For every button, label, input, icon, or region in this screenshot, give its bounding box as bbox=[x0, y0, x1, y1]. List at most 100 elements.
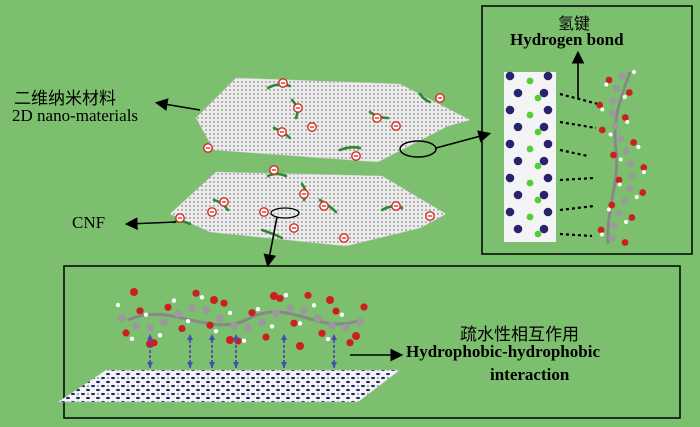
lattice-atom bbox=[539, 156, 549, 166]
lattice-atom bbox=[539, 88, 549, 98]
hydrogen-atom bbox=[600, 232, 605, 237]
hydrogen-atom bbox=[255, 306, 261, 312]
arrow-to-cnf-label bbox=[124, 217, 177, 230]
hydrogen-atom bbox=[636, 145, 641, 149]
hydrogen-atom bbox=[632, 70, 636, 74]
hydrogen-atom bbox=[606, 207, 611, 212]
arrow-head-up-icon bbox=[187, 334, 193, 340]
hydrogen-atom bbox=[339, 312, 345, 317]
oxygen-atom bbox=[615, 176, 623, 184]
oxygen-atom bbox=[332, 307, 340, 315]
arrow-to-nanomaterials-label bbox=[154, 98, 201, 111]
arrow-head-down-icon bbox=[147, 362, 153, 368]
lattice-atom bbox=[513, 88, 523, 98]
hydrophobic-focus-ring bbox=[270, 207, 300, 219]
carbon-atom bbox=[621, 197, 629, 205]
nanosheet-bottom bbox=[169, 165, 447, 247]
carbon-atom bbox=[612, 84, 620, 93]
oxygen-atom bbox=[270, 292, 278, 300]
carbon-atom bbox=[616, 134, 625, 143]
carbon-atom bbox=[608, 109, 616, 118]
lattice-atom bbox=[505, 173, 515, 183]
lattice-atom bbox=[534, 230, 542, 238]
carbon-atom bbox=[132, 321, 140, 330]
oxygen-atom bbox=[628, 214, 636, 221]
hbond-inset bbox=[481, 5, 693, 255]
lattice-atom bbox=[505, 207, 515, 217]
carbon-atom bbox=[118, 314, 126, 322]
oxygen-atom bbox=[326, 296, 334, 304]
lattice-atom bbox=[543, 207, 553, 217]
lattice-atom bbox=[505, 139, 515, 149]
hydrogen-atom bbox=[129, 336, 135, 342]
oxygen-atom bbox=[226, 336, 234, 344]
oxygen-atom bbox=[220, 299, 228, 307]
lattice-atom bbox=[526, 77, 534, 85]
hydrogen-atom bbox=[617, 182, 622, 187]
label-hbond-cn: 氢键 bbox=[558, 14, 591, 33]
lattice-atom bbox=[539, 224, 549, 234]
hydrogen-atom bbox=[171, 298, 177, 303]
carbon-atom bbox=[618, 72, 626, 80]
hydrophobic-surface bbox=[57, 369, 401, 403]
hydrogen-bond-line bbox=[559, 120, 597, 130]
oxygen-atom bbox=[360, 303, 368, 311]
oxygen-atom bbox=[621, 239, 629, 246]
lattice-atom bbox=[513, 190, 523, 200]
hydrogen-atom bbox=[227, 310, 233, 316]
carbon-atom bbox=[174, 309, 182, 318]
hydrophobic-inset bbox=[57, 265, 681, 419]
oxygen-atom bbox=[192, 289, 200, 297]
lattice-atom bbox=[539, 190, 549, 200]
hydrogen-atom bbox=[608, 132, 613, 137]
label-nanomaterials-cn: 二维纳米材料 bbox=[14, 89, 116, 109]
carbon-atom bbox=[244, 323, 252, 332]
hydrogen-atom bbox=[269, 324, 275, 329]
carbon-atom bbox=[610, 222, 618, 230]
carbon-atom bbox=[622, 147, 631, 155]
lattice-atom bbox=[543, 71, 553, 81]
carbon-atom bbox=[615, 209, 623, 218]
oxygen-atom bbox=[146, 340, 154, 348]
hydrogen-atom bbox=[325, 336, 331, 342]
lattice-atom bbox=[513, 156, 523, 166]
hydrogen-atom bbox=[143, 312, 149, 317]
label-hydrophobic-en-2: interaction bbox=[490, 365, 570, 384]
carbon-atom bbox=[146, 323, 154, 332]
oxygen-atom bbox=[206, 321, 214, 329]
lattice-atom bbox=[543, 173, 553, 183]
cellulose-chain bbox=[127, 310, 361, 327]
hydrogen-atom bbox=[283, 292, 289, 298]
oxygen-atom bbox=[352, 332, 360, 340]
oxygen-atom bbox=[178, 324, 186, 333]
carbon-atom bbox=[342, 323, 350, 332]
arrow-head-down-icon bbox=[331, 362, 337, 368]
arrow-head-up-icon bbox=[147, 334, 153, 340]
carbon-atom bbox=[314, 314, 322, 323]
label-cnf: CNF bbox=[72, 213, 106, 232]
hydrogen-atom bbox=[622, 95, 627, 99]
carbon-atom bbox=[627, 159, 635, 168]
hydrogen-atom bbox=[213, 328, 219, 334]
lattice-atom bbox=[505, 71, 515, 81]
lattice-atom bbox=[513, 122, 523, 132]
lattice-atom bbox=[534, 196, 542, 204]
carbon-atom bbox=[626, 184, 634, 193]
oxygen-atom bbox=[346, 339, 354, 347]
oxygen-atom bbox=[630, 139, 637, 146]
hydrogen-atom bbox=[311, 303, 317, 308]
carbon-atom bbox=[272, 309, 280, 318]
hydrogen-atom bbox=[185, 319, 191, 324]
oxygen-atom bbox=[605, 76, 613, 84]
lattice-atom bbox=[505, 105, 515, 115]
oxygen-atom bbox=[262, 333, 270, 341]
oxygen-atom bbox=[597, 226, 605, 234]
arrow-head-down-icon bbox=[233, 362, 239, 368]
hydrogen-bond-line bbox=[559, 232, 593, 238]
hydrogen-bond-line bbox=[559, 148, 589, 158]
cnf-fiber bbox=[338, 146, 362, 152]
carbon-atom bbox=[300, 306, 308, 315]
cnf-fiber bbox=[418, 92, 432, 104]
hydrogen-atom bbox=[297, 321, 303, 326]
